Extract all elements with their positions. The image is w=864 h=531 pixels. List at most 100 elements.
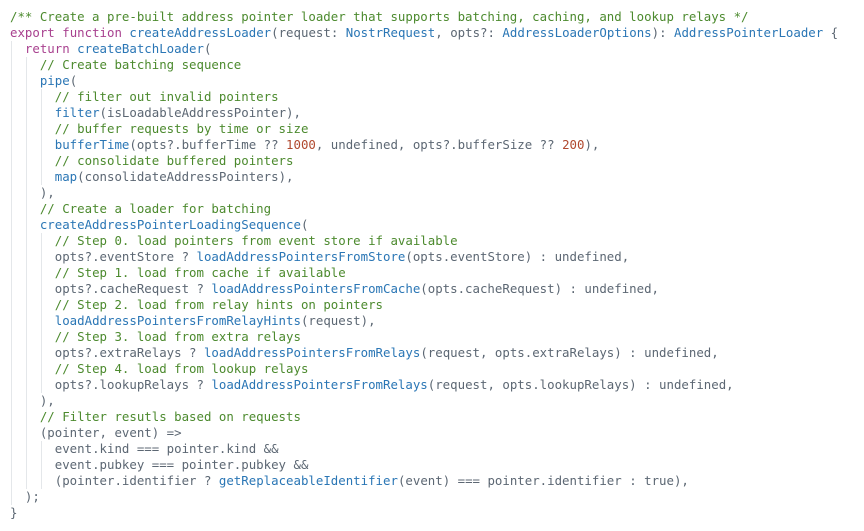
code-line: filter(isLoadableAddressPointer), xyxy=(0,105,864,121)
code-text: ); xyxy=(24,489,40,504)
code-function-name: createAddressPointerLoadingSequence xyxy=(39,217,301,232)
code-line: ), xyxy=(0,393,864,409)
indent-guide xyxy=(11,249,12,265)
indent-guide xyxy=(25,441,27,457)
code-text: (request, opts.lookupRelays) : undefined… xyxy=(427,377,734,392)
indent-guide xyxy=(11,329,12,345)
code-comment: // Filter resutls based on requests xyxy=(39,409,301,424)
code-type-name: AddressPointerLoader xyxy=(674,25,824,40)
indent-guide xyxy=(25,233,27,249)
code-line: // Filter resutls based on requests xyxy=(0,409,864,425)
code-text: ): xyxy=(651,25,675,40)
indent-space xyxy=(10,297,55,312)
indent-guide xyxy=(11,281,12,297)
code-line: pipe( xyxy=(0,73,864,89)
indent-guide xyxy=(25,393,27,409)
indent-space xyxy=(10,425,40,440)
indent-guide xyxy=(40,361,42,377)
code-function-name: loadAddressPointersFromCache xyxy=(211,281,421,296)
code-text: } xyxy=(10,505,18,520)
code-text: opts?.lookupRelays ? xyxy=(54,377,212,392)
code-type-name: AddressLoaderOptions xyxy=(502,25,652,40)
indent-guide xyxy=(25,249,27,265)
code-comment: /** Create a pre-built address pointer l… xyxy=(10,9,749,24)
indent-guide xyxy=(25,137,27,153)
code-line: export function createAddressLoader(requ… xyxy=(0,25,864,41)
indent-space xyxy=(10,489,25,504)
code-function-name: createAddressLoader xyxy=(129,25,272,40)
indent-space xyxy=(10,249,55,264)
indent-guide xyxy=(25,409,27,425)
indent-space xyxy=(10,137,55,152)
indent-guide xyxy=(40,249,42,265)
code-line: event.kind === pointer.kind && xyxy=(0,441,864,457)
indent-guide xyxy=(40,153,42,169)
indent-space xyxy=(10,281,55,296)
code-line: return createBatchLoader( xyxy=(0,41,864,57)
indent-space xyxy=(10,89,55,104)
indent-guide xyxy=(25,73,27,89)
code-line: // Create a loader for batching xyxy=(0,201,864,217)
indent-guide xyxy=(11,153,12,169)
indent-guide xyxy=(40,233,42,249)
indent-guide xyxy=(11,393,12,409)
code-text: (request), xyxy=(300,313,376,328)
indent-space xyxy=(10,41,25,56)
code-text: event.pubkey === pointer.pubkey && xyxy=(54,457,309,472)
indent-space xyxy=(10,57,40,72)
indent-guide xyxy=(25,185,27,201)
code-function-name: bufferTime xyxy=(54,137,130,152)
indent-space xyxy=(10,329,55,344)
code-line: ); xyxy=(0,489,864,505)
indent-space xyxy=(10,217,40,232)
indent-guide xyxy=(40,377,42,393)
indent-guide xyxy=(11,201,12,217)
indent-guide xyxy=(25,121,27,137)
code-line: opts?.eventStore ? loadAddressPointersFr… xyxy=(0,249,864,265)
indent-guide xyxy=(25,105,27,121)
code-function-name: loadAddressPointersFromRelayHints xyxy=(54,313,301,328)
code-line: } xyxy=(0,505,864,521)
code-line: createAddressPointerLoadingSequence( xyxy=(0,217,864,233)
code-comment: // Step 2. load from relay hints on poin… xyxy=(54,297,383,312)
indent-guide xyxy=(11,473,12,489)
code-number: 200 xyxy=(562,137,585,152)
indent-guide xyxy=(25,201,27,217)
code-text: ( xyxy=(203,41,212,56)
indent-guide xyxy=(40,345,42,361)
indent-guide xyxy=(11,425,12,441)
code-line: opts?.lookupRelays ? loadAddressPointers… xyxy=(0,377,864,393)
indent-guide xyxy=(11,377,12,393)
code-comment: // Step 1. load from cache if available xyxy=(54,265,346,280)
code-keyword: return xyxy=(24,41,70,56)
code-text: ), xyxy=(39,393,55,408)
code-line: bufferTime(opts?.bufferTime ?? 1000, und… xyxy=(0,137,864,153)
indent-space xyxy=(10,201,40,216)
code-text: opts?.extraRelays ? xyxy=(54,345,204,360)
indent-guide xyxy=(11,409,12,425)
indent-guide xyxy=(11,217,12,233)
code-line: /** Create a pre-built address pointer l… xyxy=(0,9,864,25)
indent-guide xyxy=(11,313,12,329)
indent-guide xyxy=(25,169,27,185)
indent-guide xyxy=(40,297,42,313)
indent-space xyxy=(10,105,55,120)
indent-guide xyxy=(25,297,27,313)
indent-guide xyxy=(40,89,42,105)
code-function-name: loadAddressPointersFromStore xyxy=(196,249,406,264)
indent-guide xyxy=(25,153,27,169)
code-line: map(consolidateAddressPointers), xyxy=(0,169,864,185)
indent-guide xyxy=(40,313,42,329)
code-comment: // buffer requests by time or size xyxy=(54,121,309,136)
code-comment: // consolidate buffered pointers xyxy=(54,153,294,168)
code-function-name: filter xyxy=(54,105,100,120)
indent-guide xyxy=(25,281,27,297)
indent-space xyxy=(10,233,55,248)
code-line: opts?.extraRelays ? loadAddressPointersF… xyxy=(0,345,864,361)
indent-guide xyxy=(11,41,12,57)
code-text: (pointer, event) => xyxy=(39,425,182,440)
indent-guide xyxy=(11,105,12,121)
indent-space xyxy=(10,265,55,280)
code-function-name: getReplaceableIdentifier xyxy=(218,473,398,488)
